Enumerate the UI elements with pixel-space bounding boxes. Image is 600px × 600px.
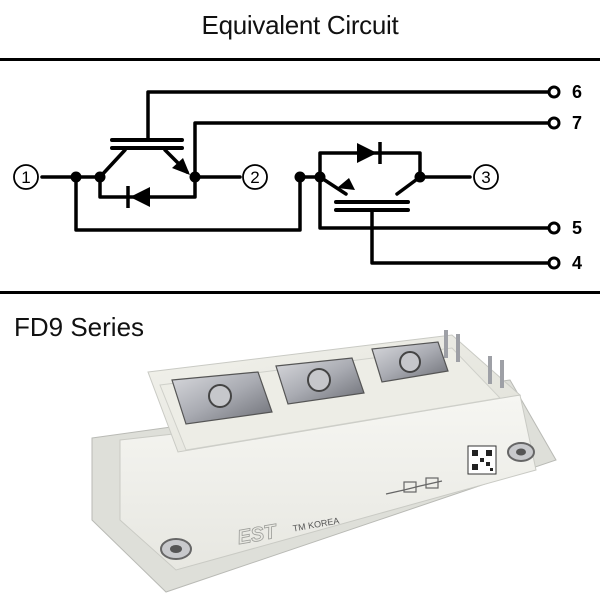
diode1-symbol [130,187,150,207]
pin-7-label: 7 [572,113,582,133]
terminal-4 [547,256,561,270]
wire-pin-5 [318,175,550,230]
pin-4-label: 4 [572,253,582,273]
wire-pin-4 [370,208,550,265]
terminal-5 [547,221,561,235]
junction-dot [94,171,106,183]
junction-dot [414,171,426,183]
wire-gate-6 [146,90,550,142]
page-title: Equivalent Circuit [201,10,399,40]
middle-divider [0,291,600,294]
series-title: FD9 Series [14,312,145,342]
igbt1-emitter-arrow [172,158,190,175]
node-2-label: 2 [250,168,259,187]
node-3-label: 3 [481,168,490,187]
junction-dot [189,171,201,183]
wire-emitter-7 [193,121,550,179]
top-divider [0,58,600,61]
igbt2-emitter-arrow [337,178,355,190]
junction-dot [294,171,306,183]
module-photo: EST TM KOREA [91,330,557,593]
node-1-circle [13,164,39,190]
mounting-holes [160,442,535,560]
terminal-plates [171,341,449,425]
node-1-label: 1 [21,168,30,187]
equivalent-circuit-diagram: 1 2 3 6 7 5 4 [13,82,582,273]
schematic-marking [385,477,443,495]
signal-pins [444,330,504,388]
terminal-7 [547,116,561,130]
node-2-circle [242,164,268,190]
pin-5-label: 5 [572,218,582,238]
node-3-circle [473,164,499,190]
qr-code [467,445,497,475]
wire-diode2-top [318,151,472,179]
junction-dot [314,171,326,183]
pin-6-label: 6 [572,82,582,102]
igbt1-collector [98,148,127,179]
diode2-symbol [357,143,377,163]
wire-return [74,175,322,232]
junction-dot [70,171,82,183]
terminal-6 [547,85,561,99]
